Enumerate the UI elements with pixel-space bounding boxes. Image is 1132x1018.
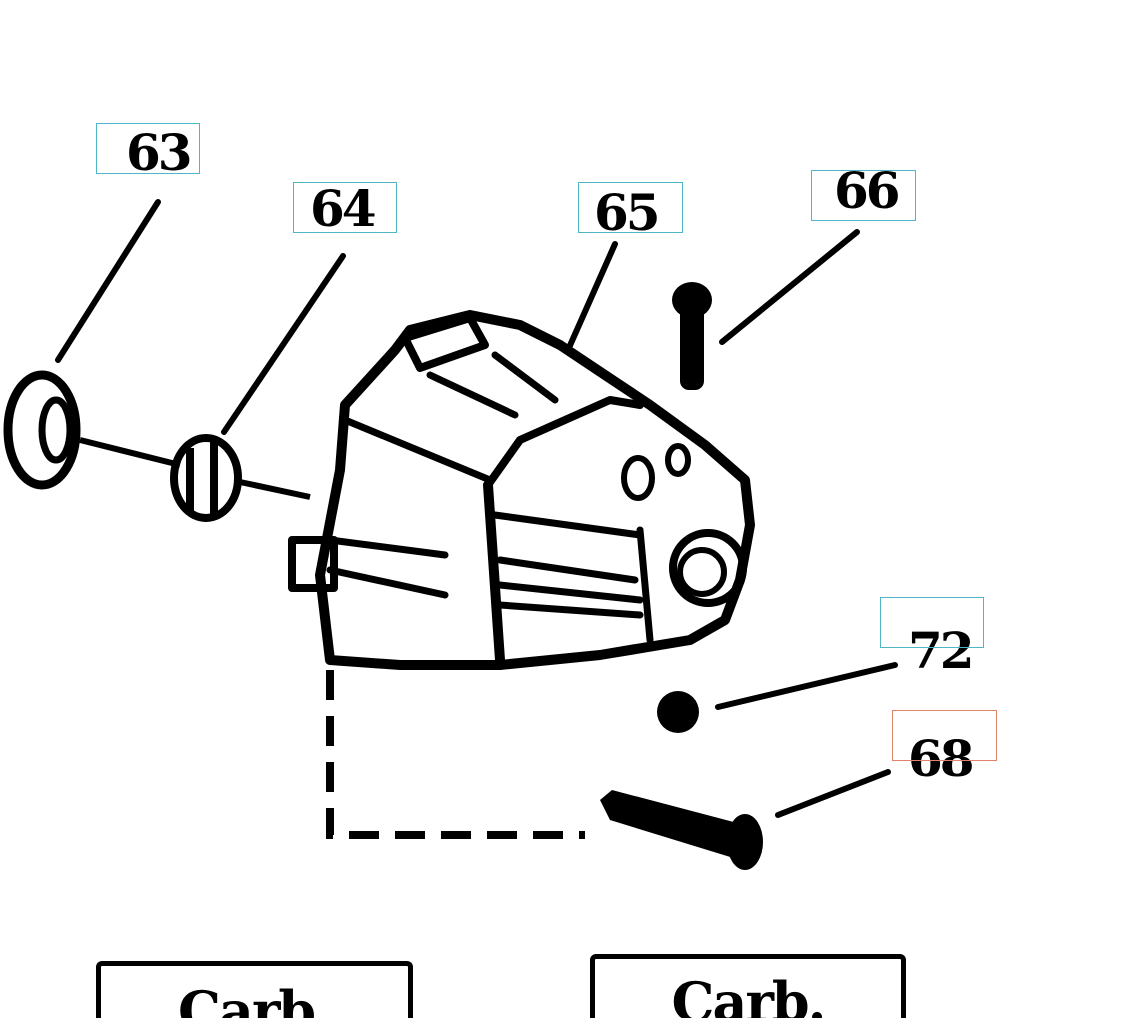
callout-63-box[interactable] <box>96 123 200 174</box>
callout-66-number: 66 <box>834 161 901 220</box>
carb-box-left: Carb. <box>96 961 413 1018</box>
callout-65-number: 65 <box>594 183 661 242</box>
callout-68-box[interactable] <box>892 710 997 761</box>
leader-66 <box>719 229 860 345</box>
part-64-nut <box>170 434 242 522</box>
leader-63 <box>55 199 161 363</box>
callout-64-number: 64 <box>310 179 377 238</box>
callout-64-box[interactable] <box>293 182 397 233</box>
part-63-washer <box>3 370 81 490</box>
part-68-bolt <box>600 790 763 870</box>
assembly-dashed-line <box>326 670 585 839</box>
carb-box-left-label: Carb. <box>178 979 333 1018</box>
callout-66-box[interactable] <box>811 170 916 221</box>
callout-72-box[interactable] <box>880 597 984 648</box>
callout-68-number: 68 <box>908 729 975 788</box>
leader-72 <box>715 662 898 710</box>
leader-lines <box>55 199 898 818</box>
part-65-housing <box>288 310 755 670</box>
leader-64 <box>221 253 346 435</box>
carb-box-right-label: Carb. <box>671 970 827 1018</box>
part-72-ball <box>657 691 699 733</box>
shaft-axis-line <box>79 437 311 500</box>
part-66-screw <box>672 282 712 390</box>
leader-65 <box>565 241 618 353</box>
callout-65-box[interactable] <box>578 182 683 233</box>
leader-68 <box>775 769 891 818</box>
callout-72-number: 72 <box>908 621 975 680</box>
carb-box-right: Carb. <box>590 954 906 1018</box>
callout-63-number: 63 <box>126 123 193 182</box>
